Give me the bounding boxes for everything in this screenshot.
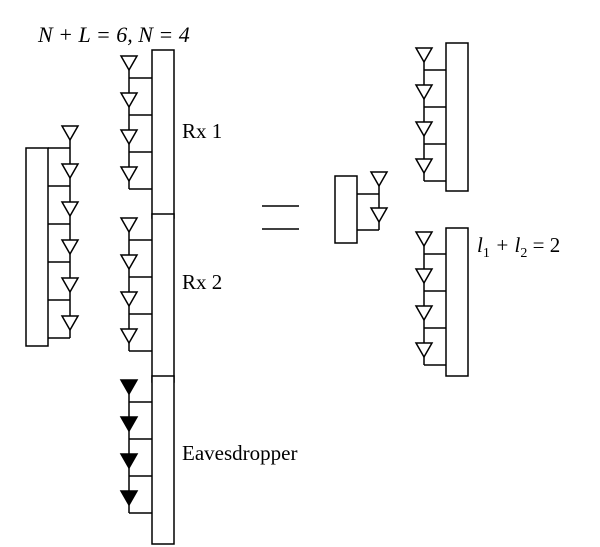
array-box <box>151 213 175 383</box>
array-box <box>445 42 469 192</box>
antenna-icon <box>60 163 80 180</box>
antenna-icon <box>369 207 389 224</box>
antenna-icon <box>119 55 139 72</box>
antenna-icon <box>414 121 434 138</box>
rx1-label: Rx 1 <box>182 119 222 143</box>
antenna-icon <box>414 84 434 101</box>
antenna-filled-icon <box>119 416 139 433</box>
right-rx-bottom-array <box>414 227 469 377</box>
antenna-icon <box>369 171 389 188</box>
antenna-icon <box>119 129 139 146</box>
antenna-icon <box>60 201 80 218</box>
right-rx-top-array <box>414 42 469 192</box>
right-label-l1: l <box>477 233 483 257</box>
array-box <box>151 49 175 219</box>
antenna-icon <box>119 166 139 183</box>
equals-sign <box>262 205 299 230</box>
array-box <box>25 147 49 347</box>
antenna-filled-icon <box>119 453 139 470</box>
array-box <box>334 175 358 244</box>
antenna-icon <box>119 291 139 308</box>
eavesdropper-label: Eavesdropper <box>182 441 297 465</box>
rx2-label: Rx 2 <box>182 270 222 294</box>
antenna-icon <box>119 328 139 345</box>
rx2-array <box>119 213 175 383</box>
antenna-icon <box>60 277 80 294</box>
antenna-icon <box>60 125 80 142</box>
array-box <box>151 375 175 545</box>
array-box <box>445 227 469 377</box>
antenna-icon <box>414 47 434 64</box>
top-label: N + L = 6, N = 4 <box>37 22 190 47</box>
antenna-icon <box>60 239 80 256</box>
antenna-icon <box>119 217 139 234</box>
antenna-filled-icon <box>119 490 139 507</box>
right-label: l1 + l2 = 2 <box>477 233 560 261</box>
antenna-icon <box>60 315 80 332</box>
antenna-icon <box>414 268 434 285</box>
antenna-icon <box>414 305 434 322</box>
eavesdropper-array <box>119 375 175 545</box>
transmitter-left <box>25 125 80 347</box>
antenna-icon <box>414 342 434 359</box>
antenna-icon <box>119 92 139 109</box>
antenna-filled-icon <box>119 379 139 396</box>
antenna-icon <box>414 231 434 248</box>
transmitter-right <box>334 171 389 244</box>
rx1-array <box>119 49 175 219</box>
antenna-icon <box>414 158 434 175</box>
antenna-icon <box>119 254 139 271</box>
